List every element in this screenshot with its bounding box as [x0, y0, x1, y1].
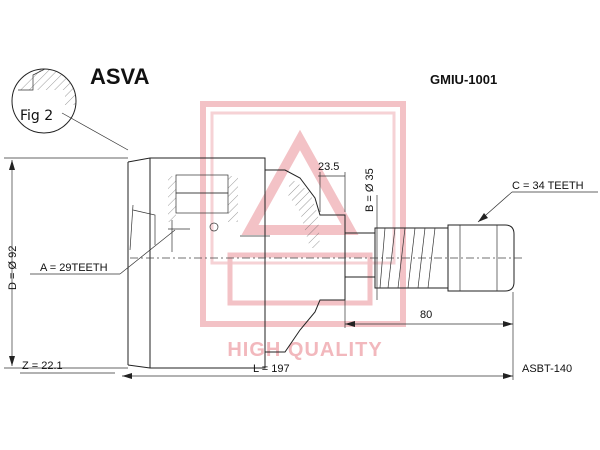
dimension-c: [477, 191, 598, 223]
part-number: GMIU-1001: [430, 72, 497, 87]
length-80-label: 80: [420, 309, 432, 321]
dimension-a: [30, 229, 176, 275]
dimension-l: [122, 292, 514, 380]
l-length-label: L = 197: [253, 363, 290, 375]
joint-housing: [127, 157, 346, 369]
reference-label: ASBT-140: [522, 363, 572, 375]
a-teeth-label: A = 29TEETH: [40, 262, 108, 274]
b-diameter-label: B = Ø 35: [364, 168, 376, 212]
z-label: Z = 22.1: [22, 360, 63, 372]
dimension-235: [318, 172, 346, 212]
c-teeth-label: C = 34 TEETH: [512, 180, 584, 192]
watermark-text: HIGH QUALITY: [227, 339, 382, 361]
fig-label: Fig 2: [20, 108, 53, 124]
brand-label: ASVA: [90, 64, 150, 89]
dimension-d: [4, 157, 128, 369]
width-235-label: 23.5: [318, 161, 339, 173]
dimension-80: [344, 300, 513, 328]
d-diameter-label: D = Ø 92: [7, 246, 19, 290]
watermark-logo: [200, 101, 406, 327]
